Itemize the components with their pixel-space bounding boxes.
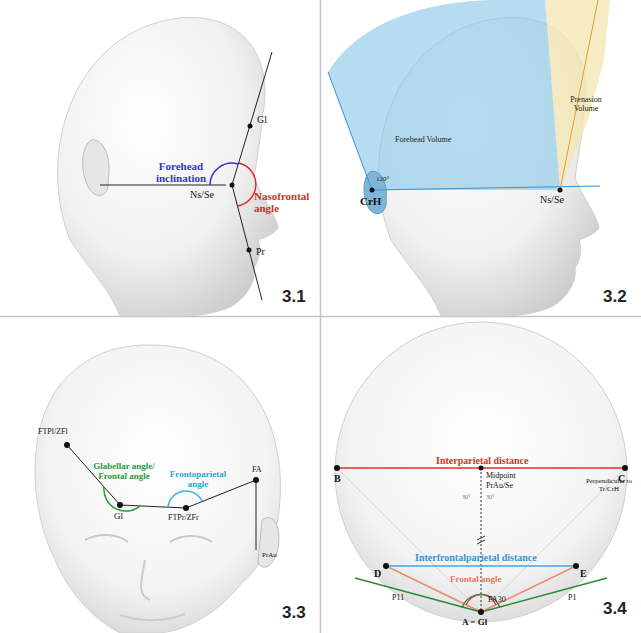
point-label: D — [374, 568, 381, 579]
landmark-label: Gl — [257, 114, 267, 125]
panel-number: 3.3 — [282, 604, 306, 623]
angle-label: Frontal angle — [450, 575, 502, 585]
landmark-label: FTPr/ZFr — [168, 514, 199, 523]
region-label: Prenasion Volume — [566, 96, 606, 114]
panel-number: 3.4 — [603, 600, 627, 619]
panel-number: 3.2 — [603, 288, 627, 307]
region-label: Forehead Volume — [395, 136, 451, 145]
angle-label: Nasofrontal angle — [254, 190, 318, 214]
distance-label: Interparietal distance — [436, 455, 529, 466]
angle-label: Glabellar angle/ Frontal angle — [88, 462, 160, 482]
point-label: B — [334, 473, 341, 484]
angle-value: 30° — [462, 494, 470, 501]
angle-value: 30° — [486, 494, 494, 501]
landmark-label: Pr — [256, 246, 265, 257]
landmark-label: FA — [252, 466, 262, 475]
angle-label: Forehead inclination — [150, 160, 212, 184]
distance-label: Interfrontalparietal distance — [415, 552, 537, 563]
landmark-label: FTPl/ZFl — [38, 428, 68, 437]
note-label: Perpendicular to Tr/CrH — [583, 478, 635, 493]
point-label: P1 — [568, 594, 576, 603]
landmark-label: Ns/Se — [540, 194, 564, 205]
landmark-label: Ns/Se — [190, 189, 214, 200]
angle-label: Frontoparietal angle — [166, 470, 230, 490]
point-label: A = Gl — [462, 618, 487, 628]
point-label: E — [580, 568, 587, 579]
point-label: Midpoint — [486, 472, 516, 481]
point-label: PrAu/Se — [486, 482, 513, 491]
point-label: FA30 — [488, 596, 506, 605]
landmark-label: Gl — [114, 512, 123, 522]
landmark-label: CrH — [360, 195, 381, 207]
angle-value: 120° — [376, 176, 389, 184]
landmark-label: PrAu — [262, 552, 277, 560]
point-label: P11 — [392, 594, 404, 603]
panel-number: 3.1 — [282, 288, 306, 307]
